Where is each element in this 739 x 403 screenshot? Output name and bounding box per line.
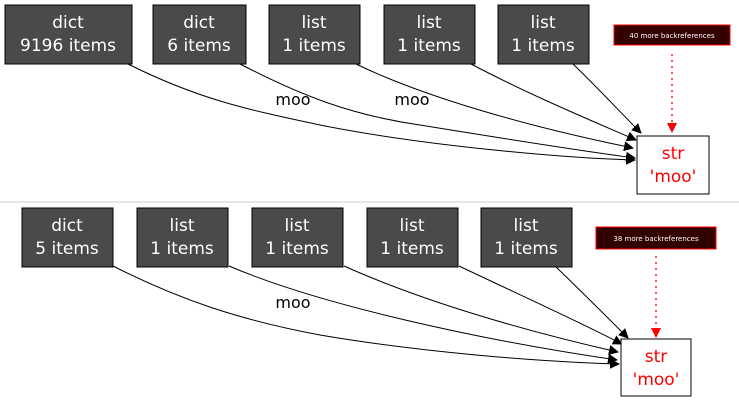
edge-list-1-to-str xyxy=(355,63,634,152)
node-count-label: 1 items xyxy=(494,239,558,259)
target-value-label: 'moo' xyxy=(633,370,680,390)
node-type-label: dict xyxy=(51,216,83,236)
node-dict: dict 6 items xyxy=(152,4,247,65)
node-type-label: list xyxy=(417,13,442,33)
edge-list-2-to-str xyxy=(470,63,637,141)
graph-2: moo dict 5 items list 1 items list 1 ite… xyxy=(21,207,717,397)
node-type-label: dict xyxy=(52,13,84,33)
node-type-label: list xyxy=(170,216,195,236)
node-count-label: 1 items xyxy=(282,36,346,56)
node-type-label: list xyxy=(514,216,539,236)
node-type-label: list xyxy=(285,216,310,236)
edge-list-4-to-str xyxy=(554,265,629,339)
edge-list-1-to-str xyxy=(228,265,618,364)
backreferences-label: 40 more backreferences xyxy=(629,32,715,40)
backreferences-label: 38 more backreferences xyxy=(613,235,699,243)
edge-list-3-to-str xyxy=(572,63,642,134)
target-type-label: str xyxy=(645,347,668,367)
edge-label: moo xyxy=(394,90,429,109)
node-type-label: list xyxy=(302,13,327,33)
edge-label: moo xyxy=(275,90,310,109)
node-list: list 1 items xyxy=(268,4,361,65)
node-count-label: 1 items xyxy=(397,36,461,56)
edge-label: moo xyxy=(275,293,310,312)
target-str-node: str 'moo' xyxy=(636,135,710,195)
node-count-label: 9196 items xyxy=(20,36,116,56)
node-count-label: 6 items xyxy=(167,36,231,56)
node-list: list 1 items xyxy=(251,207,344,268)
node-count-label: 1 items xyxy=(511,36,575,56)
node-count-label: 1 items xyxy=(150,239,214,259)
node-list: list 1 items xyxy=(366,207,459,268)
node-count-label: 1 items xyxy=(265,239,329,259)
target-type-label: str xyxy=(662,144,685,164)
edge-list-2-to-str xyxy=(343,265,619,355)
edge-dict-5-to-str xyxy=(112,265,620,369)
node-type-label: dict xyxy=(183,13,215,33)
node-list: list 1 items xyxy=(136,207,229,268)
edge-list-3-to-str xyxy=(458,265,623,345)
node-dict: dict 5 items xyxy=(21,207,114,268)
node-list: list 1 items xyxy=(480,207,573,268)
node-type-label: list xyxy=(531,13,556,33)
target-value-label: 'moo' xyxy=(650,167,697,187)
node-dict: dict 9196 items xyxy=(4,4,133,65)
node-type-label: list xyxy=(400,216,425,236)
backreferences-node: 40 more backreferences xyxy=(613,24,731,46)
node-count-label: 5 items xyxy=(35,239,99,259)
target-str-node: str 'moo' xyxy=(620,338,692,397)
graph-1: moo moo dict 9196 items dict 6 items lis… xyxy=(4,4,731,195)
backreferences-node: 38 more backreferences xyxy=(595,226,717,250)
edge-dict-9196-to-str xyxy=(127,63,636,165)
node-list: list 1 items xyxy=(497,4,590,65)
node-count-label: 1 items xyxy=(380,239,444,259)
node-list: list 1 items xyxy=(383,4,476,65)
edge-dict-6-to-str xyxy=(239,63,636,162)
